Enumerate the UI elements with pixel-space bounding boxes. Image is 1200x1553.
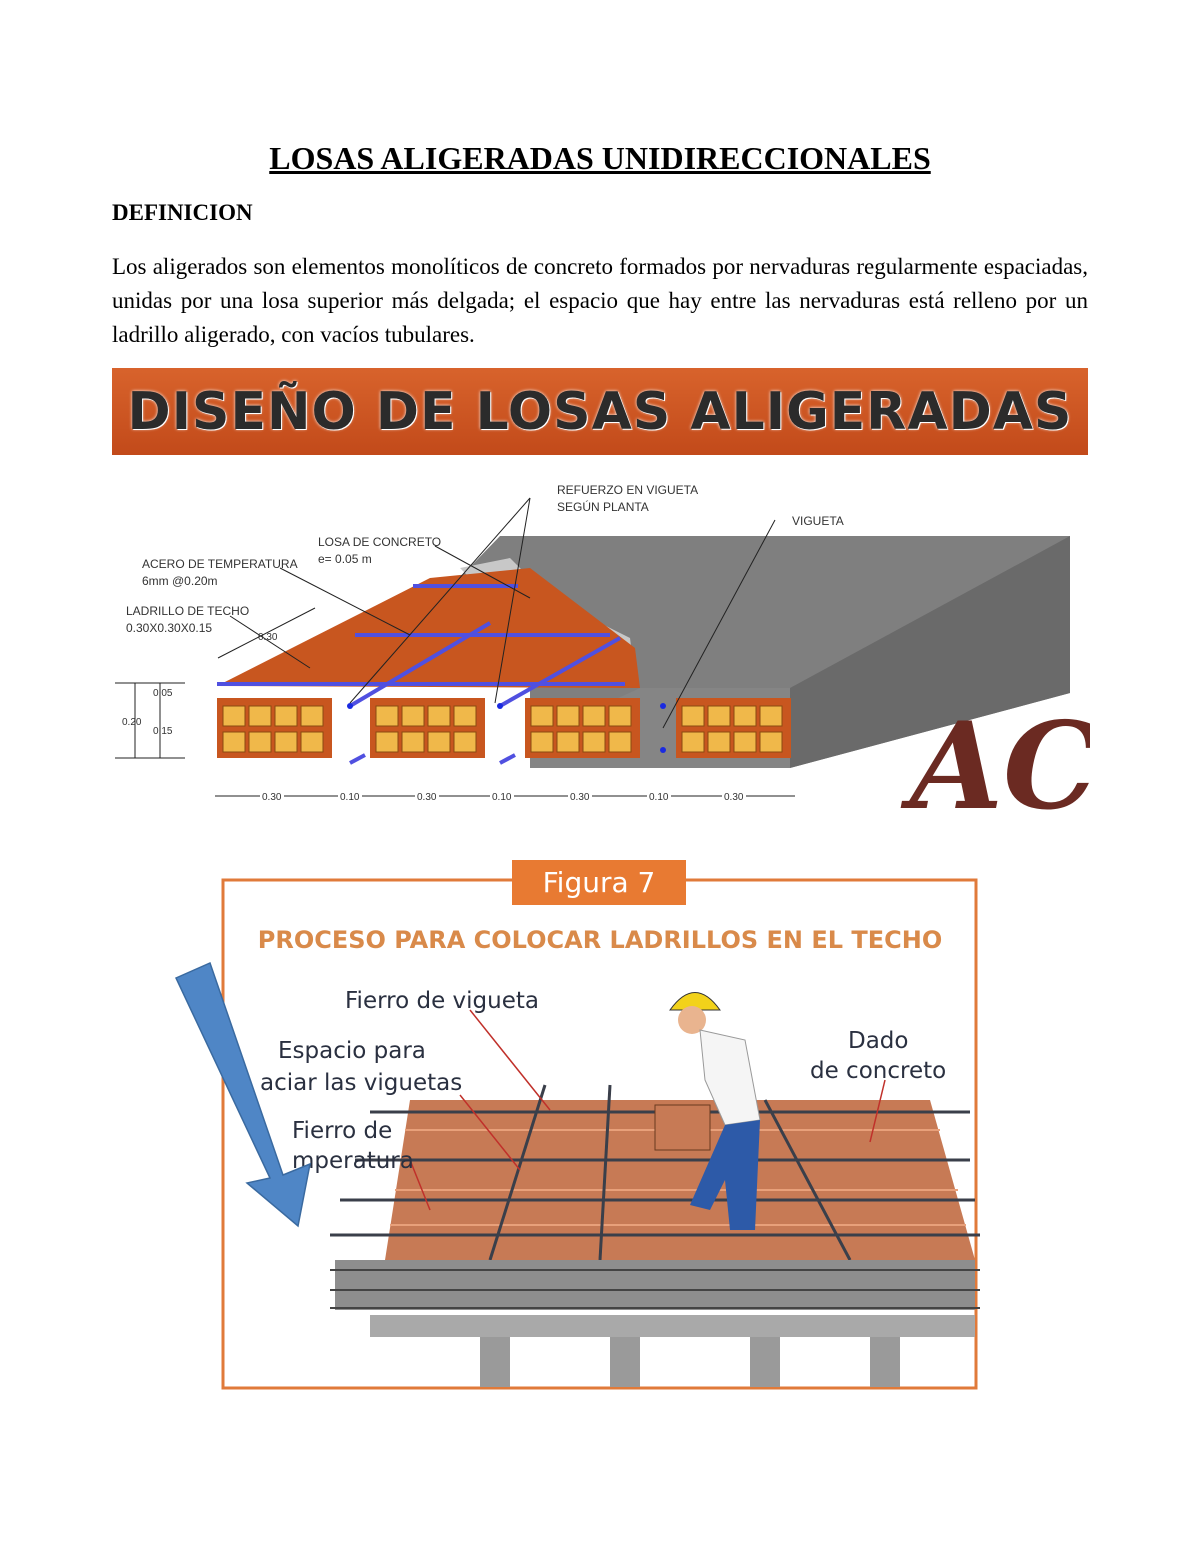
dim-bottom: 0.10 (340, 792, 360, 803)
banner-title: DISEÑO DE LOSAS ALIGERADAS (127, 381, 1073, 442)
page-title: LOSAS ALIGERADAS UNIDIRECCIONALES (269, 140, 931, 176)
slab-diagram: REFUERZO EN VIGUETA SEGÚN PLANTA VIGUETA… (115, 483, 1090, 828)
figure2-title: PROCESO PARA COLOCAR LADRILLOS EN EL TEC… (258, 926, 943, 954)
figure1-banner: DISEÑO DE LOSAS ALIGERADAS (112, 368, 1088, 455)
brick-process-figure: Figura 7 PROCESO PARA COLOCAR LADRILLOS … (174, 860, 980, 1390)
label-espacio-1: Espacio para (278, 1038, 426, 1064)
label-refuerzo-2: SEGÚN PLANTA (557, 499, 649, 514)
label-fierro-temp-2: mperatura (292, 1148, 414, 1174)
label-espacio-2: aciar las viguetas (260, 1070, 462, 1096)
figura-tag (512, 860, 686, 905)
label-refuerzo-1: REFUERZO EN VIGUETA (557, 483, 698, 497)
dim-h005: 0.05 (153, 688, 173, 699)
label-ladrillo-1: LADRILLO DE TECHO (126, 604, 249, 618)
section-heading: DEFINICION (112, 200, 253, 225)
dim-bottom: 0.30 (724, 792, 744, 803)
label-acero-1: ACERO DE TEMPERATURA (142, 557, 298, 571)
dim-depth: 0.30 (258, 632, 278, 643)
dim-bottom: 0.30 (570, 792, 590, 803)
label-dado-2: de concreto (810, 1058, 946, 1084)
blue-arrow-icon (174, 961, 311, 1228)
dim-bottom: 0.30 (262, 792, 282, 803)
aci-logo: ACI (900, 696, 1090, 828)
dim-bottom: 0.30 (417, 792, 437, 803)
brick-top (217, 568, 640, 688)
label-fierro-temp-1: Fierro de (292, 1118, 392, 1144)
worker-illustration (654, 992, 761, 1230)
label-ladrillo-2: 0.30X0.30X0.15 (126, 621, 212, 635)
dim-bottom: 0.10 (649, 792, 669, 803)
label-losa-2: e= 0.05 m (318, 552, 372, 566)
definition-paragraph: Los aligerados son elementos monolíticos… (112, 254, 1088, 347)
label-acero-2: 6mm @0.20m (142, 574, 218, 588)
dim-h015: 0.15 (153, 726, 173, 737)
dim-h020: 0.20 (122, 717, 142, 728)
label-losa-1: LOSA DE CONCRETO (318, 535, 441, 549)
rebars (217, 584, 625, 765)
figura-tag-label: Figura 7 (543, 866, 656, 899)
label-dado-1: Dado (848, 1028, 908, 1054)
label-vigueta: VIGUETA (792, 514, 844, 528)
label-fierro-vigueta: Fierro de vigueta (345, 988, 539, 1014)
dim-bottom: 0.10 (492, 792, 512, 803)
bricks (217, 698, 791, 758)
